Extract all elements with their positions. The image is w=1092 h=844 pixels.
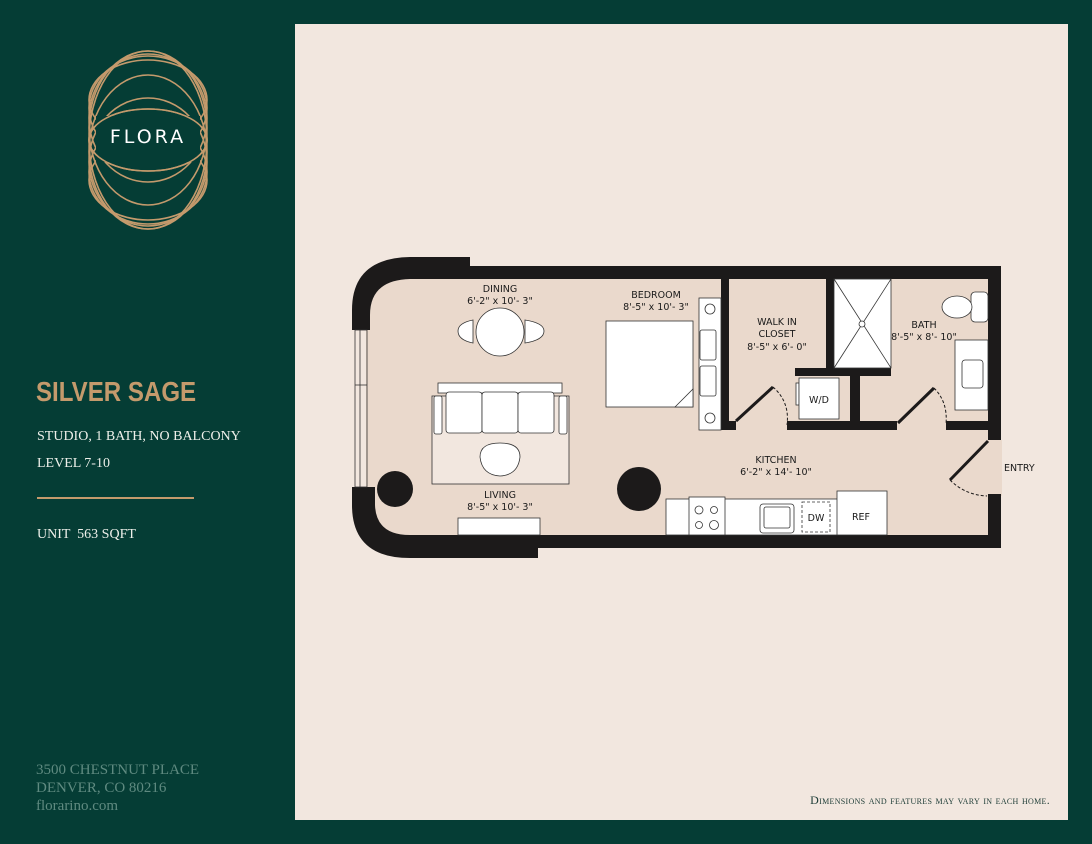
concentric-ellipses-logo-icon: [88, 50, 208, 230]
kitchen-counter: [665, 490, 888, 536]
room-label-living: LIVING: [484, 490, 516, 501]
washer-dryer: [795, 377, 840, 420]
address-city: DENVER, CO 80216: [36, 780, 167, 796]
room-label-bedroom: BEDROOM: [631, 290, 681, 301]
dining-table: [457, 307, 545, 357]
website-link[interactable]: florarino.com: [36, 798, 119, 814]
refrigerator-label: REF: [852, 512, 870, 523]
exterior-walls: [352, 257, 1001, 558]
room-dims-kitchen: 6'-2" x 14'- 10": [740, 467, 812, 478]
unit-layout: STUDIO, 1 BATH, NO BALCONY: [37, 429, 241, 444]
room-dims-closet: 8'-5" x 6'- 0": [747, 342, 807, 353]
floorplan-diagram: DINING 6'-2" x 10'- 3" BEDROOM 8'-5" x 1…: [352, 257, 1035, 558]
room-dims-living: 8'-5" x 10'- 3": [467, 502, 533, 513]
unit-levels: LEVEL 7-10: [37, 456, 110, 471]
address-street: 3500 CHESTNUT PLACE: [36, 762, 200, 778]
interior-walls: [721, 279, 988, 430]
room-label-closet-2: CLOSET: [759, 329, 796, 340]
bed: [605, 297, 722, 431]
floorplan-panel: DINING 6'-2" x 10'- 3" BEDROOM 8'-5" x 1…: [295, 24, 1068, 820]
column: [377, 471, 413, 507]
logo-wordmark: FLORA: [109, 126, 187, 148]
column: [617, 467, 661, 511]
window: [354, 329, 368, 488]
dishwasher-label: DW: [808, 513, 825, 524]
entry-label: ENTRY: [1004, 463, 1035, 474]
room-label-bath: BATH: [911, 320, 936, 331]
sidebar: FLORA SILVER SAGE STUDIO, 1 BATH, NO BAL…: [0, 0, 295, 844]
bath-fixtures: [941, 291, 989, 411]
doors: [734, 385, 990, 497]
room-label-dining: DINING: [483, 284, 518, 295]
room-label-closet: WALK IN: [757, 317, 797, 328]
room-label-kitchen: KITCHEN: [755, 455, 796, 466]
living-furniture: [431, 382, 570, 536]
room-dims-bath: 8'-5" x 8'- 10": [891, 332, 957, 343]
flora-logo: FLORA: [86, 48, 210, 232]
unit-size: UNIT 563 SQFT: [37, 527, 136, 542]
disclaimer: Dimensions and features may vary in each…: [810, 793, 1050, 807]
unit-name: SILVER SAGE: [36, 376, 197, 407]
room-dims-bedroom: 8'-5" x 10'- 3": [623, 302, 689, 313]
shower: [833, 278, 892, 369]
room-dims-dining: 6'-2" x 10'- 3": [467, 296, 533, 307]
divider: [37, 497, 194, 499]
washer-dryer-label: W/D: [809, 395, 829, 406]
